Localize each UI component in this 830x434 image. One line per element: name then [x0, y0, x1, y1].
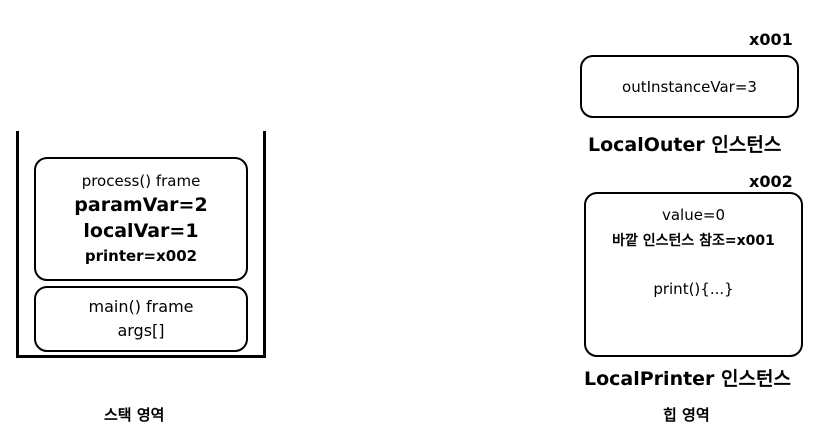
- local-printer-caption: LocalPrinter 인스턴스: [584, 368, 791, 390]
- outer-instance-ref: 바깥 인스턴스 참조=x001: [612, 233, 775, 249]
- process-frame-title: process() frame: [81, 172, 201, 190]
- process-frame: process() frame paramVar=2 localVar=1 pr…: [34, 157, 248, 281]
- main-args: args[]: [117, 321, 165, 340]
- printer-ref: printer=x002: [84, 247, 198, 265]
- main-frame-title: main() frame: [88, 297, 194, 316]
- param-var: paramVar=2: [74, 194, 208, 216]
- local-var: localVar=1: [83, 220, 199, 242]
- print-method: print(){...}: [653, 280, 734, 298]
- local-printer-instance: value=0 바깥 인스턴스 참조=x001 print(){...}: [584, 192, 803, 357]
- out-instance-var: outInstanceVar=3: [622, 77, 757, 96]
- heap-area-label: 힙 영역: [663, 406, 710, 424]
- printer-value: value=0: [661, 206, 726, 224]
- stack-container: [16, 131, 266, 358]
- printer-address: x002: [749, 172, 793, 191]
- outer-address: x001: [749, 30, 793, 49]
- local-outer-caption: LocalOuter 인스턴스: [588, 134, 782, 156]
- main-frame: main() frame args[]: [34, 286, 248, 352]
- local-outer-instance: outInstanceVar=3: [580, 55, 799, 118]
- stack-area-label: 스택 영역: [104, 406, 165, 424]
